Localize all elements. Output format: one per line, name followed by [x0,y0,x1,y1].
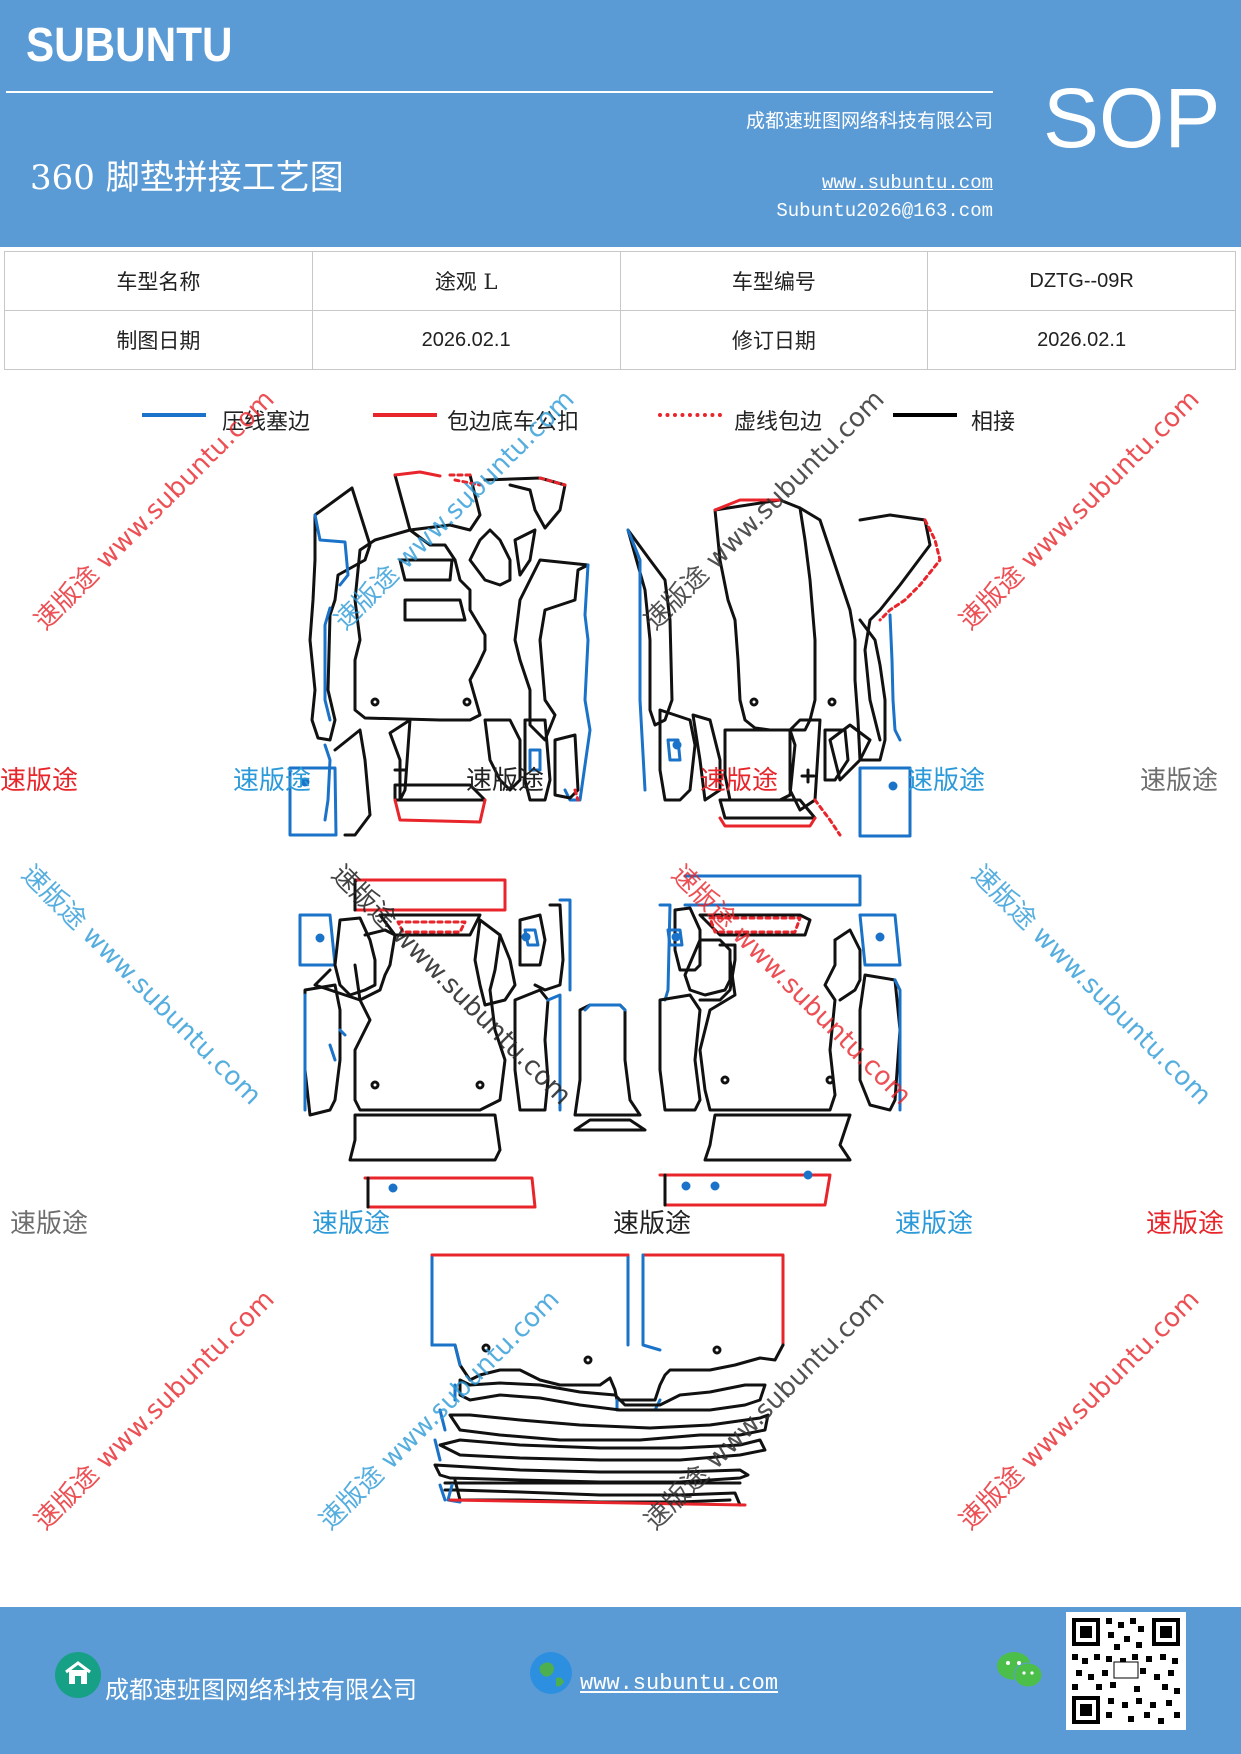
model-code-value: DZTG--09R [927,251,1236,311]
header-bar [0,0,1241,247]
vehicle-info-table: 车型名称 途观 L 车型编号 DZTG--09R 制图日期 2026.02.1 … [4,251,1236,370]
watermark-text: 速版途 [895,1209,974,1239]
email-text: Subuntu2026@163.com [776,200,993,222]
qr-code [1066,1612,1186,1730]
legend-label: 相接 [971,410,1016,435]
watermark-text: 速版途 [10,1209,89,1239]
header-divider [6,91,993,93]
brand-logo: SUBUNTU [26,19,233,72]
watermark-text: 速版途 [233,766,312,796]
legend-swatch-black [893,413,957,417]
footer-company: 成都速班图网络科技有限公司 [105,1676,417,1704]
legend-swatch-red-dotted [658,413,722,417]
model-code-label: 车型编号 [619,251,929,311]
legend-label: 虚线包边 [734,410,823,435]
wechat-icon[interactable] [995,1650,1045,1692]
watermark-text: 速版途 [1140,766,1219,796]
revise-date-value: 2026.02.1 [927,310,1236,370]
draw-date-label: 制图日期 [4,310,313,370]
model-name-value: 途观 L [311,251,621,311]
watermark-text: 速版途 [312,1209,391,1239]
footer-website-link[interactable]: www.subuntu.com [580,1671,779,1696]
sop-label: SOP [1043,71,1221,165]
watermark-text: 速版途 [613,1209,692,1239]
watermark-text: 速版途 [700,766,779,796]
watermark-text: 速版途 [466,766,545,796]
watermark-text: 速版途 [0,766,79,796]
home-icon [55,1652,101,1698]
watermark-text: 速版途 [1146,1209,1225,1239]
front-right-mat-group [626,498,942,838]
watermark-text: 速版途 [907,766,986,796]
second-row-mat-group [298,874,902,1209]
front-left-mat-group [288,470,592,837]
globe-icon [528,1650,574,1696]
revise-date-label: 修订日期 [619,310,929,370]
table-row: 制图日期 2026.02.1 修订日期 2026.02.1 [4,310,1236,370]
legend-swatch-blue [142,413,206,417]
page-title: 360 脚垫拼接工艺图 [30,158,344,198]
draw-date-value: 2026.02.1 [311,310,621,370]
legend-swatch-red [373,413,437,417]
website-link[interactable]: www.subuntu.com [821,172,993,194]
table-row: 车型名称 途观 L 车型编号 DZTG--09R [4,251,1236,311]
company-name: 成都速班图网络科技有限公司 [745,110,993,132]
model-name-label: 车型名称 [4,251,313,311]
legend-label: 包边底车公扣 [447,410,580,435]
legend-label: 压线塞边 [222,410,311,435]
trunk-mat-group [430,1253,785,1507]
